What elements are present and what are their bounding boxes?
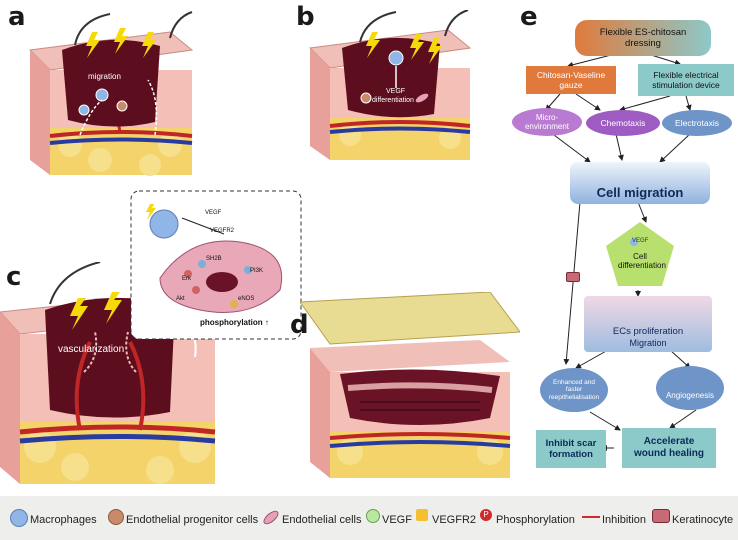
flow-node-ecs: ECs proliferation Migration — [584, 296, 712, 352]
flow-node-scar: Inhibit scar formation — [536, 430, 606, 468]
panel-b-diff-label: differentiation — [372, 97, 414, 104]
inhibition-icon — [582, 516, 600, 518]
flow-node-dressing: Flexible ES-chitosan dressing — [575, 20, 711, 56]
vegfr2-icon — [416, 509, 428, 521]
vegf-icon — [366, 509, 380, 523]
flow-node-reepi: Enhanced and faster reepithelialisation — [540, 368, 608, 412]
flow-node-heal-text: Accelerate wound healing — [634, 436, 704, 459]
panel-letter-c: c — [6, 262, 22, 292]
keratinocyte-legend-icon — [652, 509, 670, 523]
macrophage-icon — [10, 509, 28, 527]
flow-node-reepi-text: Enhanced and faster reepithelialisation — [548, 378, 600, 401]
legend-vegf: VEGF — [382, 514, 412, 526]
legend-ec: Endothelial cells — [282, 514, 362, 526]
panel-letter-e: e — [520, 2, 538, 32]
flow-node-electrotaxis: Electrotaxis — [662, 110, 732, 136]
legend-inhibition: Inhibition — [602, 514, 647, 526]
skin-block-b — [308, 10, 472, 160]
flow-node-pentagon — [606, 222, 674, 286]
flow-node-microenv-text: Micro-environment — [524, 113, 570, 131]
flow-pent-label: Cell differentiation — [618, 252, 666, 270]
flow-node-heal: Accelerate wound healing — [622, 428, 716, 468]
legend-keratinocyte: Keratinocyte — [672, 514, 734, 526]
flow-node-angio-text: Angiogenesis — [665, 391, 715, 400]
flow-node-gauze: Chitosan-Vaseline gauze — [526, 66, 616, 94]
flow-node-scar-text: Inhibit scar formation — [545, 438, 597, 460]
inset-vegf-label: VEGF — [205, 210, 222, 216]
inset-gene2: Erk — [182, 276, 191, 282]
flow-node-ecs-title: ECs proliferation — [612, 326, 684, 337]
flow-node-angio: Angiogenesis — [656, 366, 724, 410]
flow-node-migration: Cell migration — [570, 162, 710, 204]
panel-a-label: migration — [88, 72, 121, 81]
legend-phospho: Phosphorylation — [496, 514, 575, 526]
legend-epc: Endothelial progenitor cells — [126, 514, 259, 526]
flow-node-migration-text: Cell migration — [596, 185, 684, 200]
keratinocyte-icon — [566, 272, 580, 282]
panel-c-label: vascularization — [58, 344, 125, 355]
flow-node-electrotaxis-text: Electrotaxis — [675, 118, 719, 128]
signaling-inset — [130, 190, 302, 340]
flow-node-gauze-text: Chitosan-Vaseline gauze — [536, 70, 606, 90]
panel-letter-b: b — [296, 2, 315, 32]
phosphorylation-icon: P — [480, 509, 492, 521]
skin-block-d — [300, 292, 520, 478]
flow-node-device: Flexible electrical stimulation device — [638, 64, 734, 96]
flow-node-chemotaxis-text: Chemotaxis — [600, 118, 646, 128]
panel-b-vegf-label: VEGF — [386, 88, 406, 95]
inset-gene5: eNOS — [238, 296, 255, 302]
flow-node-microenv: Micro-environment — [512, 108, 582, 136]
flow-node-device-text: Flexible electrical stimulation device — [652, 70, 720, 90]
flow-pent-vegf: VEGF — [632, 238, 649, 244]
legend-macrophages: Macrophages — [30, 514, 97, 526]
flow-node-dressing-text: Flexible ES-chitosan dressing — [599, 27, 687, 49]
panel-letter-a: a — [8, 2, 26, 32]
panel-letter-d: d — [290, 310, 309, 340]
skin-block-a — [28, 11, 194, 176]
flow-node-chemotaxis: Chemotaxis — [586, 110, 660, 136]
flow-node-ecs-sub: Migration — [629, 338, 667, 348]
flowchart-arrows — [545, 53, 697, 451]
inset-phospho-label: phosphorylation ↑ — [200, 318, 269, 327]
inset-gene4: Akt — [176, 296, 185, 302]
inset-vegfr2-label: VEGFR2 — [210, 228, 235, 234]
legend-vegfr2: VEGFR2 — [432, 514, 477, 526]
inset-gene3: PI3K — [250, 268, 264, 274]
inset-gene1: SH2B — [206, 256, 222, 262]
epc-icon — [108, 509, 124, 525]
